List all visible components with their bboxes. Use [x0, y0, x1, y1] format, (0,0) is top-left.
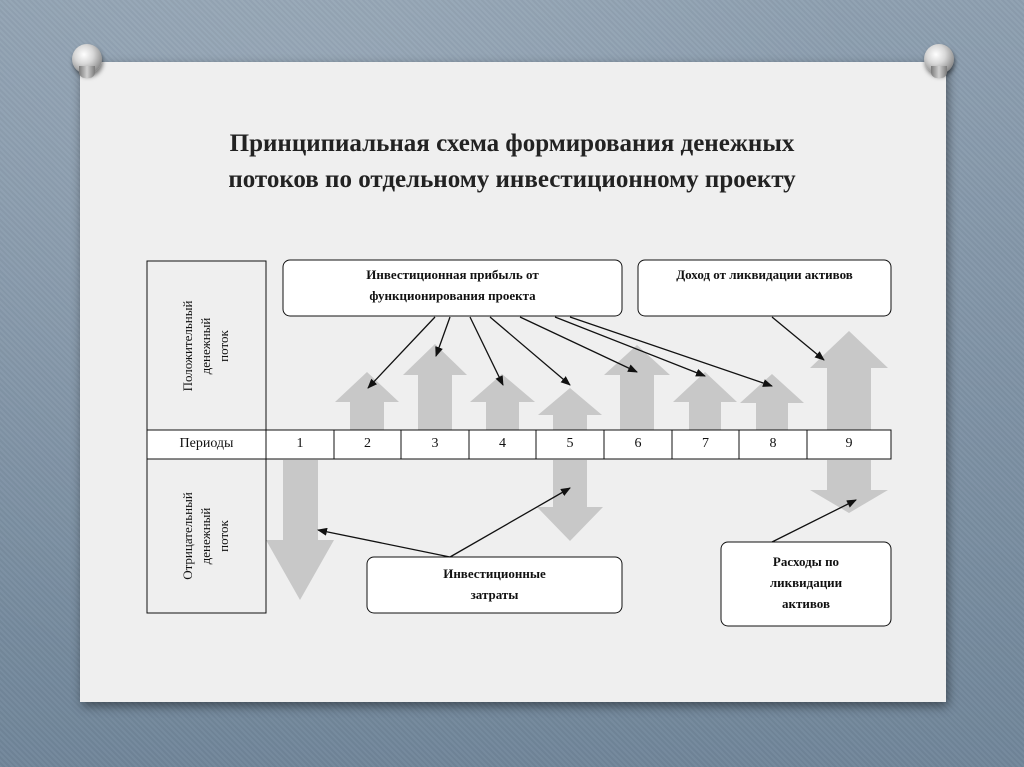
positive-flow-arrows: [335, 331, 888, 430]
liquidation-income-box: [637, 259, 892, 317]
up-arrow-period-8: [740, 374, 804, 430]
liquidation-costs-text: Расходы по ликвидации активов: [721, 551, 891, 614]
positive-flow-label-line-3: поток: [216, 330, 231, 362]
positive-flow-label-line-2: денежный: [198, 317, 213, 375]
period-7: 7: [702, 436, 709, 451]
title-line-1: Принципиальная схема формирования денежн…: [229, 130, 795, 157]
period-9: 9: [845, 436, 853, 451]
liquidation-costs-line-2: ликвидации: [769, 575, 843, 590]
investment-profit-line-2: функционирования проекта: [369, 288, 536, 303]
period-2: 2: [364, 436, 371, 451]
up-arrow-period-6: [604, 345, 670, 430]
positive-flow-label: Положительный денежный поток: [179, 251, 235, 441]
negative-flow-label-line-1: Отрицательный: [180, 492, 195, 580]
up-arrow-period-9: [810, 331, 888, 430]
pin-right-icon: [924, 44, 954, 78]
positive-flow-label-line-1: Положительный: [180, 300, 195, 392]
negative-flow-label-line-2: денежный: [198, 507, 213, 565]
investment-costs-line-2: затраты: [470, 587, 519, 602]
liquidation-costs-box: [720, 541, 892, 627]
up-arrow-period-3: [403, 344, 467, 430]
investment-profit-line-1: Инвестиционная прибыль от: [366, 267, 539, 282]
page-title: Принципиальная схема формирования денежн…: [0, 126, 1024, 198]
period-6: 6: [634, 436, 642, 451]
connector-arrows: [317, 316, 857, 558]
investment-profit-text: Инвестиционная прибыль от функционирован…: [283, 264, 622, 306]
periods-label: Периоды: [179, 436, 234, 451]
period-5: 5: [566, 436, 574, 451]
investment-costs-line-1: Инвестиционные: [443, 566, 546, 581]
period-3: 3: [431, 436, 439, 451]
down-arrow-period-9: [810, 460, 888, 513]
periods-row: [146, 429, 892, 460]
title-line-2: потоков по отдельному инвестиционному пр…: [228, 166, 796, 193]
negative-flow-label-line-3: поток: [216, 520, 231, 552]
up-arrow-period-2: [335, 372, 399, 430]
liquidation-costs-line-3: активов: [782, 596, 830, 611]
up-arrow-period-7: [673, 372, 737, 430]
negative-flow-arrows: [266, 460, 888, 600]
up-arrow-period-5: [538, 388, 602, 430]
pin-left-icon: [72, 44, 102, 78]
negative-flow-label: Отрицательный денежный поток: [179, 441, 235, 631]
liquidation-costs-line-1: Расходы по: [772, 554, 840, 569]
investment-profit-box: [282, 259, 623, 317]
down-arrow-period-5: [537, 460, 603, 541]
investment-costs-box: [366, 556, 623, 614]
liquidation-income-text: Доход от ликвидации активов: [676, 267, 853, 282]
up-arrow-period-4: [470, 374, 535, 430]
period-1: 1: [296, 436, 304, 451]
investment-costs-text: Инвестиционные затраты: [367, 563, 622, 605]
down-arrow-period-1: [266, 460, 334, 600]
period-4: 4: [499, 436, 506, 451]
period-8: 8: [769, 436, 777, 451]
periods-row-dividers: [265, 430, 808, 459]
